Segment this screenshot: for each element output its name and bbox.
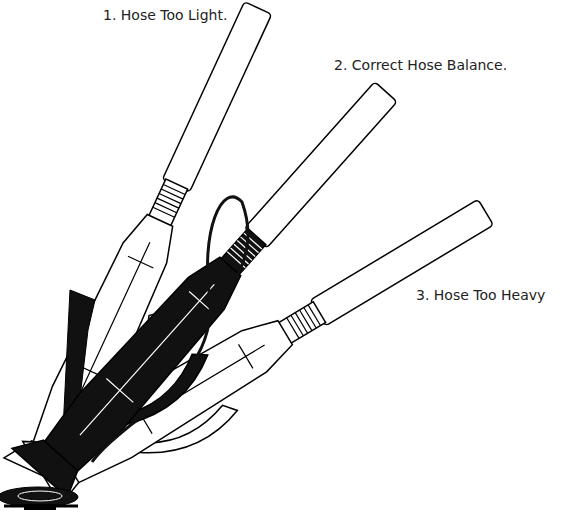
position-label: 3. Hose Too Heavy: [413, 286, 548, 304]
base-plate: [4, 505, 78, 508]
position-label: 2. Correct Hose Balance.: [331, 56, 510, 74]
cord: [92, 197, 248, 462]
cleaner-correct: [12, 64, 423, 509]
base-foot: [24, 504, 56, 510]
base-disc: [0, 487, 78, 507]
disc-rim: [18, 491, 62, 501]
position-label: 1. Hose Too Light.: [100, 6, 230, 24]
